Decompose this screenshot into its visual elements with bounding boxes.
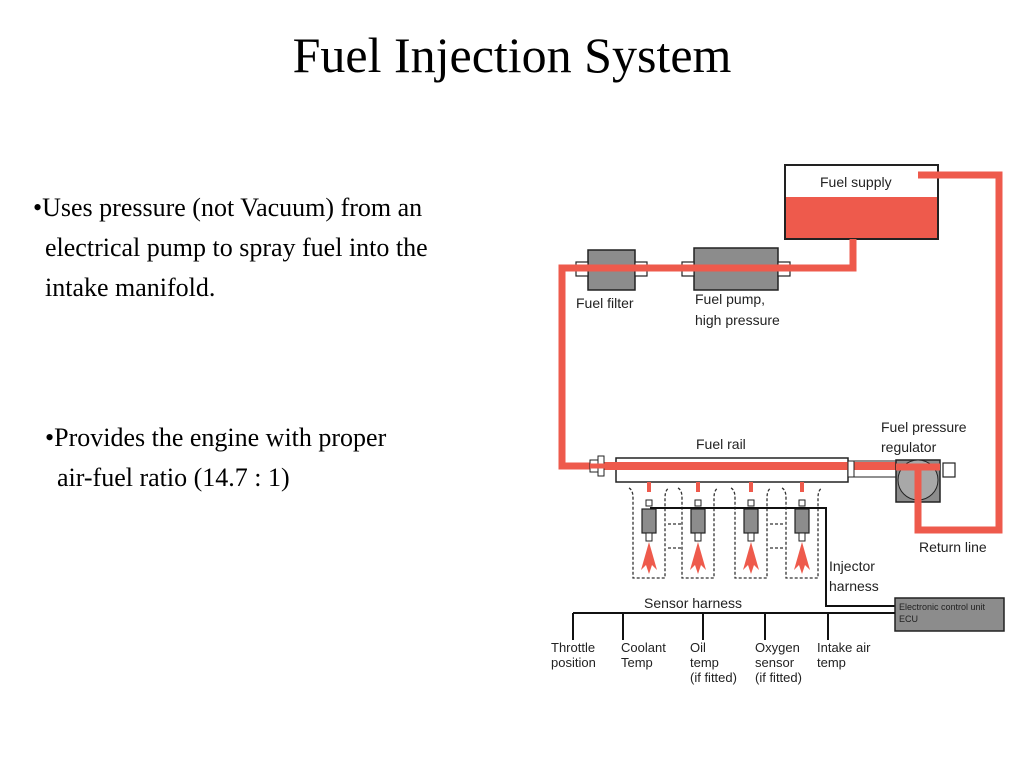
injector-harness: Injector harness (650, 507, 895, 607)
sensor-label: sensor (755, 655, 795, 670)
injector-harness-label-1: Injector (829, 558, 875, 574)
fuel-pressure-regulator: Fuel pressure regulator Return line (881, 419, 987, 555)
sensor-harness: Sensor harness (573, 595, 895, 614)
sensor-label: Intake air (817, 640, 871, 655)
return-line-label: Return line (919, 539, 987, 555)
fuel-filter: Fuel filter (572, 249, 652, 311)
fuel-filter-label: Fuel filter (576, 295, 634, 311)
regulator-label-2: regulator (881, 439, 937, 455)
sensor-label: Oxygen (755, 640, 800, 655)
sensor-label: position (551, 655, 596, 670)
ecu: Electronic control unit ECU (894, 597, 1005, 632)
fuel-level (786, 197, 937, 238)
sensor-label: (if fitted) (690, 670, 737, 685)
fuel-rail-label: Fuel rail (696, 436, 746, 452)
bullet-1: •Uses pressure (not Vacuum) from an elec… (33, 188, 563, 308)
fuel-pump-label-2: high pressure (695, 312, 780, 328)
supply-line (558, 239, 857, 470)
sensor-label: Oil (690, 640, 706, 655)
fuel-supply-tank: Fuel supply (784, 164, 939, 240)
sensor-label: temp (817, 655, 846, 670)
regulator-label-1: Fuel pressure (881, 419, 967, 435)
bullet-2: •Provides the engine with proper air-fue… (45, 418, 545, 498)
bullet-marker: • (33, 193, 43, 222)
sensor-label: Throttle (551, 640, 595, 655)
ecu-label-1: Electronic control unit (899, 602, 986, 612)
sensor-label: temp (690, 655, 719, 670)
fuel-supply-label: Fuel supply (820, 174, 892, 190)
sensor-label: (if fitted) (755, 670, 802, 685)
injector (677, 482, 719, 579)
slide-title: Fuel Injection System (292, 27, 732, 83)
sensor-label: Temp (621, 655, 653, 670)
sensor-harness-label: Sensor harness (644, 595, 742, 611)
bullet-1-line-1: •Uses pressure (not Vacuum) from an (33, 193, 423, 222)
bullet-1-line-3: intake manifold. (45, 273, 216, 302)
ecu-label-2: ECU (899, 614, 918, 624)
fuel-rail: Fuel rail (589, 436, 900, 483)
injector (628, 482, 670, 579)
injector (730, 482, 772, 579)
bullet-2-line-1: •Provides the engine with proper (45, 423, 387, 452)
fuel-pump-label-1: Fuel pump, (695, 291, 765, 307)
bullet-1-line-2: electrical pump to spray fuel into the (45, 233, 428, 262)
bullet-marker: • (45, 423, 55, 452)
fuel-pump: Fuel pump, high pressure (680, 247, 796, 328)
sensor-label: Coolant (621, 640, 666, 655)
injector (781, 482, 823, 579)
bullet-2-line-2: air-fuel ratio (14.7 : 1) (57, 463, 290, 492)
injector-harness-label-2: harness (829, 578, 879, 594)
injectors (628, 482, 823, 579)
vacuum-port (942, 462, 956, 478)
